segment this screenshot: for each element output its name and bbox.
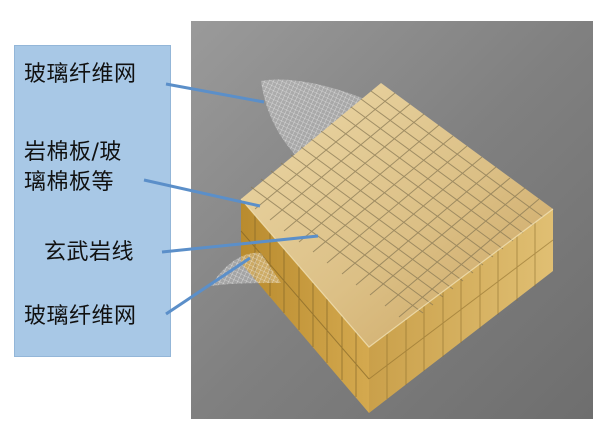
basalt-grid-top: [250, 90, 544, 318]
board-top-face: [241, 83, 553, 347]
label-bottom-glass-fiber-mesh: 玻璃纤维网: [24, 304, 137, 329]
label-rock-wool-board: 岩棉板/玻 璃棉板等: [24, 140, 122, 195]
basalt-grid-right: [368, 222, 554, 399]
top-mesh-layer: [261, 79, 381, 161]
insulation-board-photo: [191, 21, 593, 419]
label-top-glass-fiber-mesh: 玻璃纤维网: [24, 62, 137, 87]
label-basalt-thread: 玄武岩线: [44, 240, 135, 265]
